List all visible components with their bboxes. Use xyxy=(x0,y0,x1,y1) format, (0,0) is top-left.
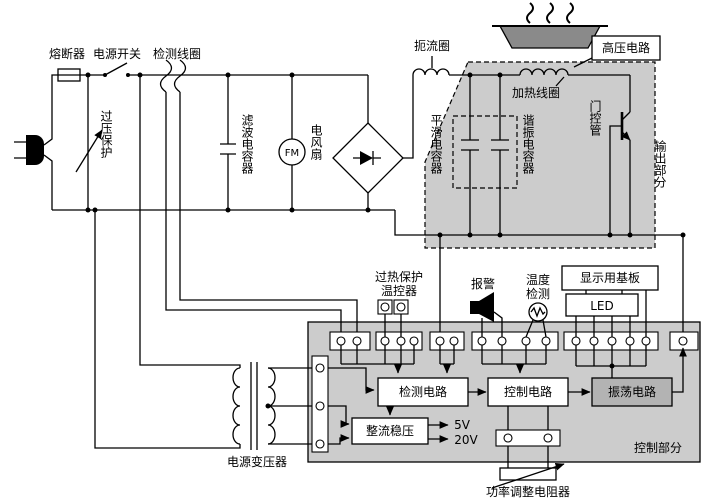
heating-coil-pointer xyxy=(555,76,565,87)
heat-waves-icon xyxy=(526,2,574,24)
control-circuit-label: 控制电路 xyxy=(504,384,552,399)
overheat-thermostat-label-1: 过热保护 xyxy=(375,270,423,284)
filter-capacitor-label: 滤波电容器 xyxy=(240,114,254,175)
gate-tube-label: 门控管 xyxy=(588,99,602,137)
fan-symbol xyxy=(278,138,306,166)
power-adjust-resistor xyxy=(491,406,565,489)
temperature-label-2: 检测 xyxy=(526,286,550,301)
high-voltage-pointer xyxy=(573,57,593,68)
capacitor-group-outline xyxy=(452,115,518,189)
resonant-capacitor-label: 谐振电容器 xyxy=(521,114,535,175)
overheat-thermostat-label-2: 温控器 xyxy=(381,284,417,298)
oscillation-circuit-box xyxy=(591,377,673,407)
cooking-pan-icon xyxy=(492,25,608,49)
overvoltage-protection-symbol xyxy=(75,129,103,173)
power-adjust-resistor-label: 功率调整电阻器 xyxy=(486,484,570,499)
smoothing-capacitor-label: 平滑电容器 xyxy=(429,114,443,175)
temperature-sensor-icon xyxy=(525,302,548,338)
overvoltage-protection-label: 过压保护 xyxy=(99,110,113,158)
control-circuit-box xyxy=(487,377,569,407)
power-transformer-label: 电源变压器 xyxy=(227,454,287,469)
oscillation-circuit-label: 振荡电路 xyxy=(608,384,656,399)
display-board-label: 显示用基板 xyxy=(580,271,640,285)
high-voltage-label-box xyxy=(591,35,661,61)
detection-coil-symbol xyxy=(159,59,187,93)
rectifier-regulator-box xyxy=(351,417,429,445)
detection-circuit-label: 检测电路 xyxy=(399,384,447,399)
terminal-blocks xyxy=(329,331,699,351)
power-switch-label: 电源开关 xyxy=(93,47,141,61)
fan-marking: FM xyxy=(285,148,299,159)
board-wiring xyxy=(324,345,687,445)
fan-label: 电风扇 xyxy=(309,124,323,161)
display-board-box xyxy=(561,265,659,291)
high-voltage-label: 高压电路 xyxy=(602,40,650,55)
detection-circuit-box xyxy=(377,377,469,407)
led-box xyxy=(565,293,639,317)
power-transformer xyxy=(232,355,329,453)
junction-dots xyxy=(85,72,686,409)
wiring xyxy=(52,74,684,449)
v5-label: 5V xyxy=(454,418,471,432)
output-section-label: 输出部分 xyxy=(653,139,667,189)
heating-coil-symbol xyxy=(519,68,569,76)
bridge-rectifier xyxy=(332,122,404,194)
alarm-speaker-icon xyxy=(470,292,503,337)
rectifier-regulator-label: 整流稳压 xyxy=(366,423,414,438)
power-switch-symbol xyxy=(103,62,130,77)
overheat-thermostat xyxy=(377,299,409,337)
gate-tube-transistor xyxy=(609,75,631,235)
mains-plug-icon xyxy=(14,74,58,210)
v20-label: 20V xyxy=(454,433,478,447)
led-label: LED xyxy=(590,299,614,313)
temperature-label-1: 温度 xyxy=(526,272,550,287)
choke-coil-symbol xyxy=(412,68,450,76)
control-section-label: 控制部分 xyxy=(634,440,682,455)
heating-coil-label: 加热线圈 xyxy=(512,86,560,100)
detection-coil-label: 检测线圈 xyxy=(153,46,201,61)
fuse-symbol xyxy=(57,68,81,82)
high-voltage-region xyxy=(424,61,656,249)
display-wiring xyxy=(575,290,647,337)
choke-coil-label: 扼流圈 xyxy=(414,38,450,53)
alarm-label: 报警 xyxy=(471,276,495,291)
fuse-label: 熔断器 xyxy=(49,46,85,61)
